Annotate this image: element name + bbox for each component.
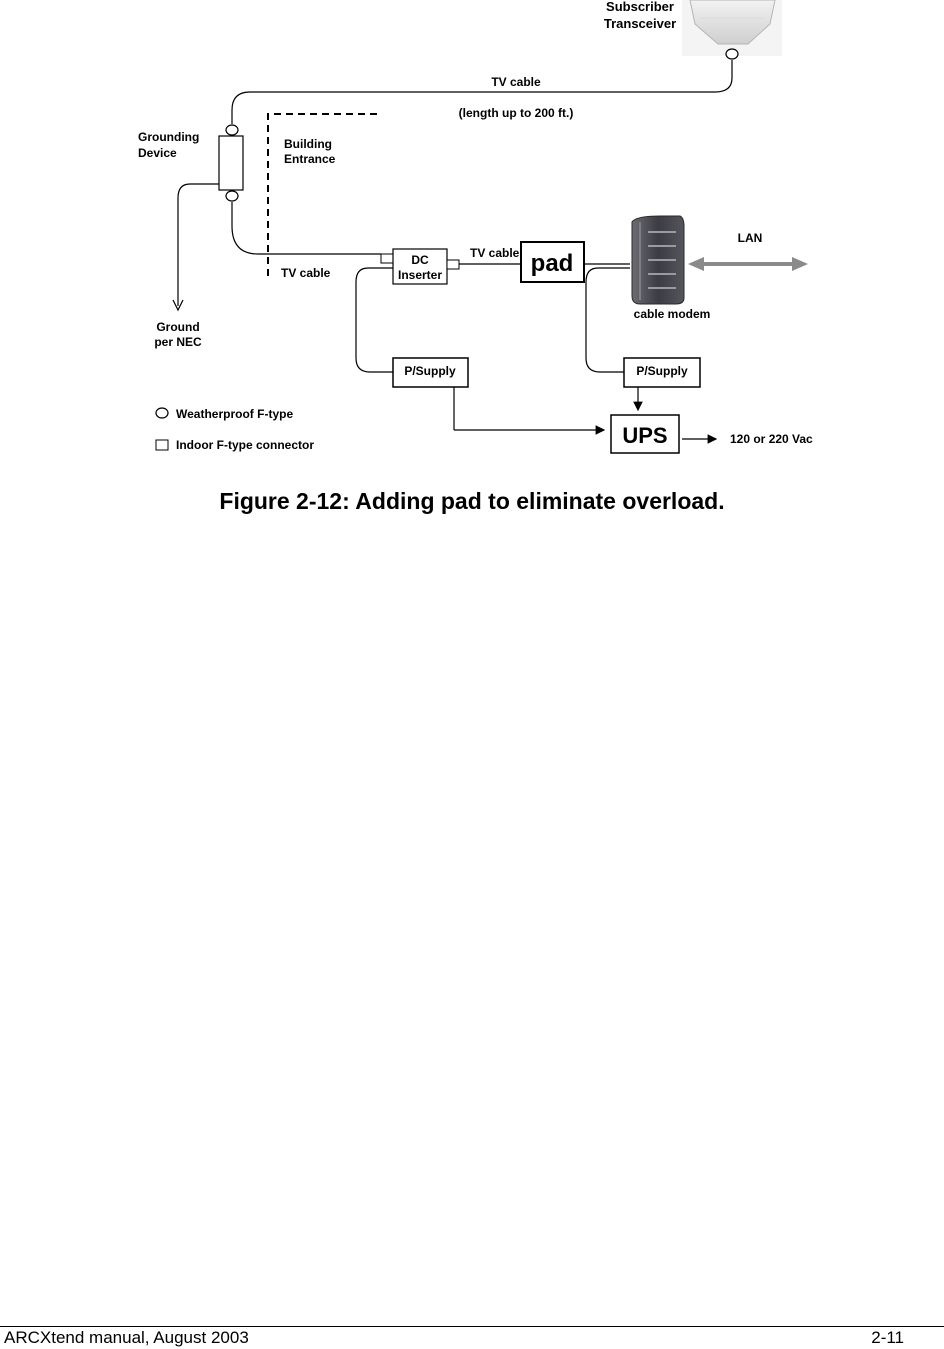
subscriber-transceiver-image <box>682 0 782 56</box>
tv-cable-top-label: TV cable <box>491 75 541 89</box>
indoor-connector-dc-right <box>446 259 460 270</box>
dc-inserter-box <box>392 248 448 285</box>
vac-label: 120 or 220 Vac <box>730 432 813 446</box>
figure-caption: Figure 2-12: Adding pad to eliminate ove… <box>219 488 725 514</box>
ups-label: UPS <box>622 423 667 448</box>
cable-modem-image <box>631 215 685 305</box>
length-note: (length up to 200 ft.) <box>459 106 574 120</box>
lan-arrow <box>688 257 808 271</box>
tv-cable-top <box>231 60 733 124</box>
footer-manual-title: ARCXtend manual, August 2003 <box>4 1328 249 1347</box>
ground-label-2: per NEC <box>154 335 202 349</box>
grounding-device-label-2: Device <box>138 146 177 160</box>
psupply-left-label: P/Supply <box>404 364 456 378</box>
building-entrance-line <box>267 113 378 276</box>
dc-power-cable <box>355 267 393 373</box>
modem-power-cable <box>585 267 630 373</box>
tv-cable-mid-label: TV cable <box>470 246 520 260</box>
connection-diagram: Subscriber Transceiver TV cable (length … <box>138 0 813 454</box>
legend-weatherproof-icon <box>155 407 169 419</box>
ground-wire <box>177 183 219 306</box>
building-entrance-label-2: Entrance <box>284 152 336 166</box>
legend-weatherproof-label: Weatherproof F-type <box>176 407 293 421</box>
dc-inserter-label-2: Inserter <box>398 268 442 282</box>
indoor-connector-dc-left <box>380 253 394 264</box>
grounding-device-box <box>218 135 244 191</box>
footer-divider <box>0 1326 944 1327</box>
building-entrance-label-1: Building <box>284 137 332 151</box>
weatherproof-connector-ground-top <box>225 124 239 136</box>
ups-box <box>610 414 680 454</box>
legend-indoor-icon <box>155 439 169 451</box>
psupply-right-box <box>623 357 701 388</box>
subscriber-transceiver-label-1: Subscriber <box>606 0 674 14</box>
footer-page-number: 2-11 <box>871 1328 904 1347</box>
cable-modem-label: cable modem <box>634 307 711 321</box>
pad-label: pad <box>531 250 574 277</box>
subscriber-transceiver-label-2: Transceiver <box>604 16 676 31</box>
psupply-right-label: P/Supply <box>636 364 688 378</box>
weatherproof-connector-ground-bottom <box>225 190 239 202</box>
weatherproof-connector-antenna <box>725 48 739 60</box>
tv-cable-left-label: TV cable <box>281 266 331 280</box>
dc-inserter-label-1: DC <box>411 253 429 267</box>
lan-label: LAN <box>738 231 763 245</box>
psupply-left-box <box>392 357 469 388</box>
tv-cable-left <box>231 202 381 255</box>
pad-box <box>520 241 585 283</box>
grounding-device-label-1: Grounding <box>138 130 199 144</box>
ground-arrow <box>172 299 184 312</box>
legend-indoor-label: Indoor F-type connector <box>176 438 314 452</box>
ground-label-1: Ground <box>156 320 199 334</box>
